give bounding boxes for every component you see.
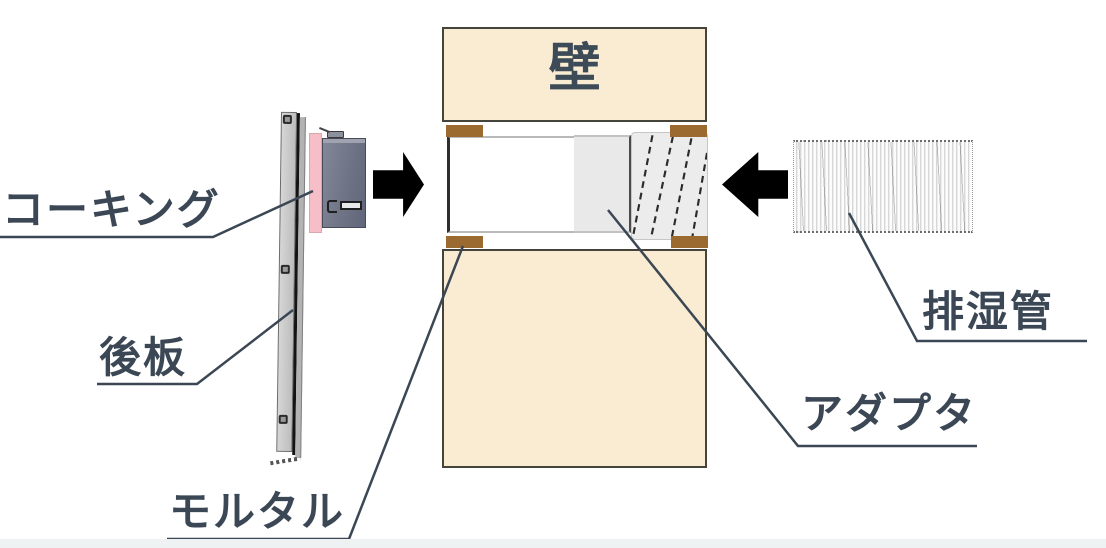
wall-lower-block [442, 249, 707, 468]
mortar-seal-bottom-right [671, 236, 708, 248]
back-plate-screw-hole [280, 264, 290, 274]
caulking-label: コーキング [2, 186, 221, 233]
wall-upper-block: 壁 [442, 27, 707, 122]
exhaust-duct-label: 排湿管 [922, 288, 1055, 335]
adapter-sleeve-front [447, 136, 574, 233]
adapter-sleeve-body [574, 135, 631, 233]
back-plate-assembly [270, 111, 307, 468]
back-plate-label: 後板 [99, 334, 188, 381]
unit-connector-slot [340, 201, 362, 210]
mortar-seal-bottom-left [446, 236, 483, 248]
wall-label: 壁 [548, 40, 601, 98]
exhaust-duct-hose [793, 140, 973, 233]
back-plate-screw-hole [278, 414, 288, 424]
adapter-label: アダプタ [801, 390, 978, 437]
mortar-label: モルタル [169, 488, 346, 535]
arrow-left-icon [722, 152, 788, 217]
arrow-right-icon [373, 152, 424, 217]
unit-connector-clip [327, 200, 337, 213]
mortar-seal-top-right [670, 125, 707, 137]
caulking-strip [309, 133, 322, 233]
back-plate-screw-hole [282, 114, 292, 124]
bottom-page-edge-band [0, 539, 1106, 548]
corrugation-dashed-lines [632, 135, 707, 237]
back-plate-serrated-foot [270, 456, 301, 466]
adapter-corrugated-section [631, 132, 708, 240]
unit-top-tab [327, 131, 344, 138]
unit-housing [322, 138, 366, 228]
unit-housing-top-face [323, 139, 365, 143]
mortar-seal-top-left [446, 125, 483, 137]
